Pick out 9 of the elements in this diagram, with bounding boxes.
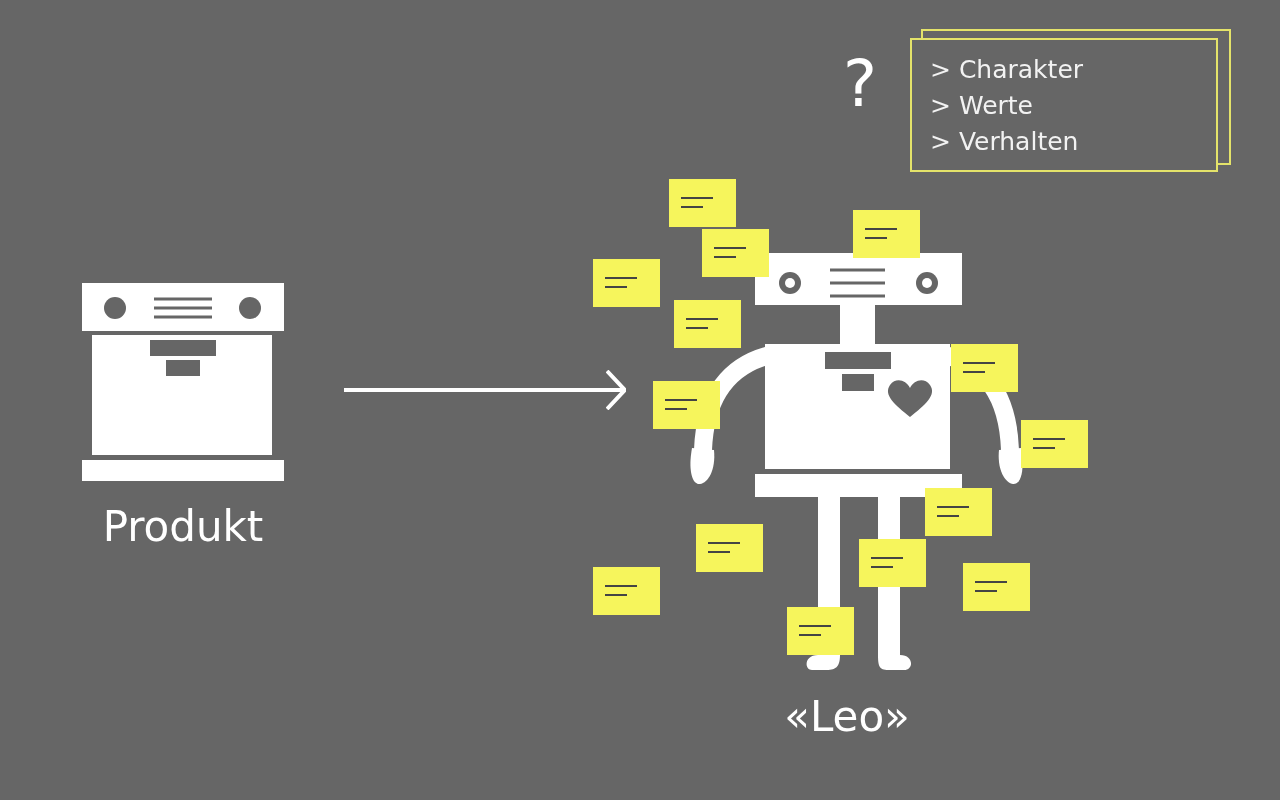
arrow [344, 369, 627, 411]
list-box [910, 38, 1218, 172]
list-item: > Charakter [930, 54, 1085, 86]
node-label: Produkt [101, 502, 265, 551]
node-label: «Leo» [783, 692, 911, 741]
list-item: > Werte [930, 90, 1034, 122]
machine-drawing [82, 283, 284, 481]
question-mark: ? [843, 52, 877, 116]
list-item: > Verhalten [930, 126, 1080, 158]
